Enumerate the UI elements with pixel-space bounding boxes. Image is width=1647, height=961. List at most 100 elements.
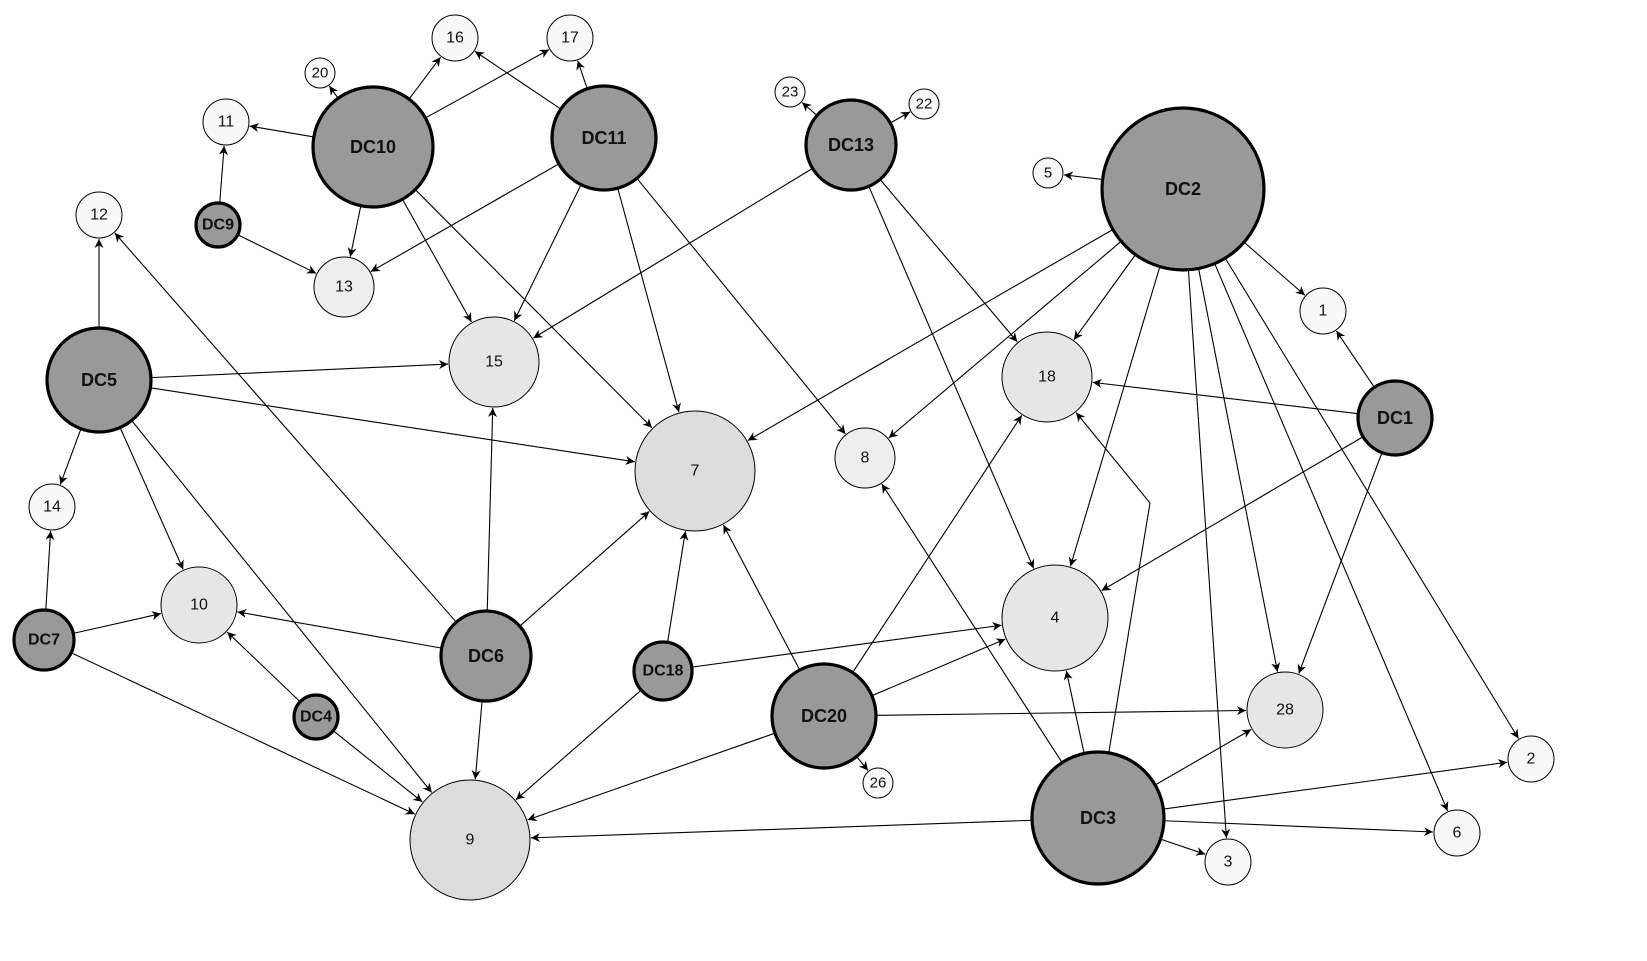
node-8[interactable]: 8 [834,427,896,489]
node-circle [409,779,531,901]
node-label: DC20 [801,706,847,726]
edge-dc2-to-3 [1187,269,1231,839]
node-circle [1001,564,1109,672]
node-dc11[interactable]: DC11 [550,84,658,192]
node-circle [1001,331,1093,423]
node-7[interactable]: 7 [634,410,756,532]
edge-dc3-to-9 [530,819,1033,843]
node-dc13[interactable]: DC13 [804,98,898,192]
edge-dc10-to-7 [414,189,653,429]
node-label: DC6 [468,646,504,666]
node-circle [1030,750,1166,886]
edge-dc18-to-7 [667,531,689,643]
edge-dc2-to-18 [1073,254,1136,341]
node-circle [448,316,540,408]
edge-dc2-to-5 [1063,171,1103,181]
node-circle [194,201,242,249]
node-label: 13 [335,279,353,296]
node-dc1[interactable]: DC1 [1356,379,1434,457]
node-label: 28 [1276,702,1294,719]
node-label: 7 [691,463,700,480]
edge-dc5-to-7 [150,387,635,465]
edge-dc2-to-8 [888,240,1122,439]
node-circle [1246,671,1324,749]
edge-dc20-to-7 [722,524,801,671]
edge-dc7-to-10 [73,611,162,634]
node-label: 1 [1319,303,1328,320]
edge-dc10-to-20 [328,85,339,99]
node-circle [908,88,940,120]
node-dc7[interactable]: DC7 [12,608,76,672]
edge-dc11-to-17 [576,60,588,89]
node-circle [1204,838,1252,886]
node-circle [202,98,250,146]
node-6[interactable]: 6 [1433,809,1481,857]
node-circle [431,14,479,62]
edge-dc4-to-9 [332,730,423,803]
node-label: 23 [782,84,799,101]
node-17[interactable]: 17 [546,14,594,62]
edge-dc7-to-9 [70,652,416,815]
node-dc10[interactable]: DC10 [311,85,435,209]
node-label: 3 [1224,854,1233,871]
node-circle [546,14,594,62]
node-label: DC13 [828,135,874,155]
node-12[interactable]: 12 [75,191,123,239]
node-1[interactable]: 1 [1299,287,1347,335]
edge-dc6-to-7 [519,511,650,627]
node-20[interactable]: 20 [304,57,336,89]
node-label: 15 [485,354,503,371]
edge-dc11-to-8 [636,177,846,435]
node-dc20[interactable]: DC20 [770,662,878,770]
node-dc3[interactable]: DC3 [1030,750,1166,886]
node-circle [292,693,340,741]
edge-dc20-to-26 [856,756,869,771]
node-label: 9 [466,832,475,849]
node-18[interactable]: 18 [1001,331,1093,423]
node-circle [12,608,76,672]
node-3[interactable]: 3 [1204,838,1252,886]
node-label: DC4 [300,709,332,726]
node-circle [1356,379,1434,457]
node-dc2[interactable]: DC2 [1100,106,1266,272]
edge-dc10-to-17 [425,49,550,119]
node-10[interactable]: 10 [160,566,238,644]
node-26[interactable]: 26 [862,767,894,799]
edge-dc11-to-16 [474,50,562,110]
edge-dc3-to-6 [1163,820,1434,837]
node-14[interactable]: 14 [28,483,76,531]
node-label: 4 [1051,610,1060,627]
edge-dc13-to-22 [889,111,911,124]
node-label: 14 [43,499,61,516]
node-11[interactable]: 11 [202,98,250,146]
node-23[interactable]: 23 [774,76,806,108]
edge-dc7-to-14 [45,530,55,611]
node-label: DC18 [643,663,684,680]
node-circle [862,767,894,799]
edge-dc3-to-2 [1163,758,1508,810]
node-13[interactable]: 13 [313,256,375,318]
node-circle [632,640,694,702]
node-circle [1433,809,1481,857]
node-dc9[interactable]: DC9 [194,201,242,249]
edge-dc3-to-28 [1154,729,1252,786]
node-9[interactable]: 9 [409,779,531,901]
node-4[interactable]: 4 [1001,564,1109,672]
edge-dc2-to-4 [1068,266,1161,567]
node-22[interactable]: 22 [908,88,940,120]
node-15[interactable]: 15 [448,316,540,408]
node-dc5[interactable]: DC5 [45,326,153,434]
edge-dc6-to-10 [237,608,442,649]
edge-dc10-to-15 [401,199,472,323]
node-dc18[interactable]: DC18 [632,640,694,702]
edge-dc6-to-15 [486,407,498,612]
node-28[interactable]: 28 [1246,671,1324,749]
node-2[interactable]: 2 [1507,735,1555,783]
node-16[interactable]: 16 [431,14,479,62]
node-dc6[interactable]: DC6 [439,609,533,703]
node-dc4[interactable]: DC4 [292,693,340,741]
node-label: 10 [190,597,208,614]
node-5[interactable]: 5 [1032,157,1064,189]
edge-dc10-to-11 [249,123,314,138]
